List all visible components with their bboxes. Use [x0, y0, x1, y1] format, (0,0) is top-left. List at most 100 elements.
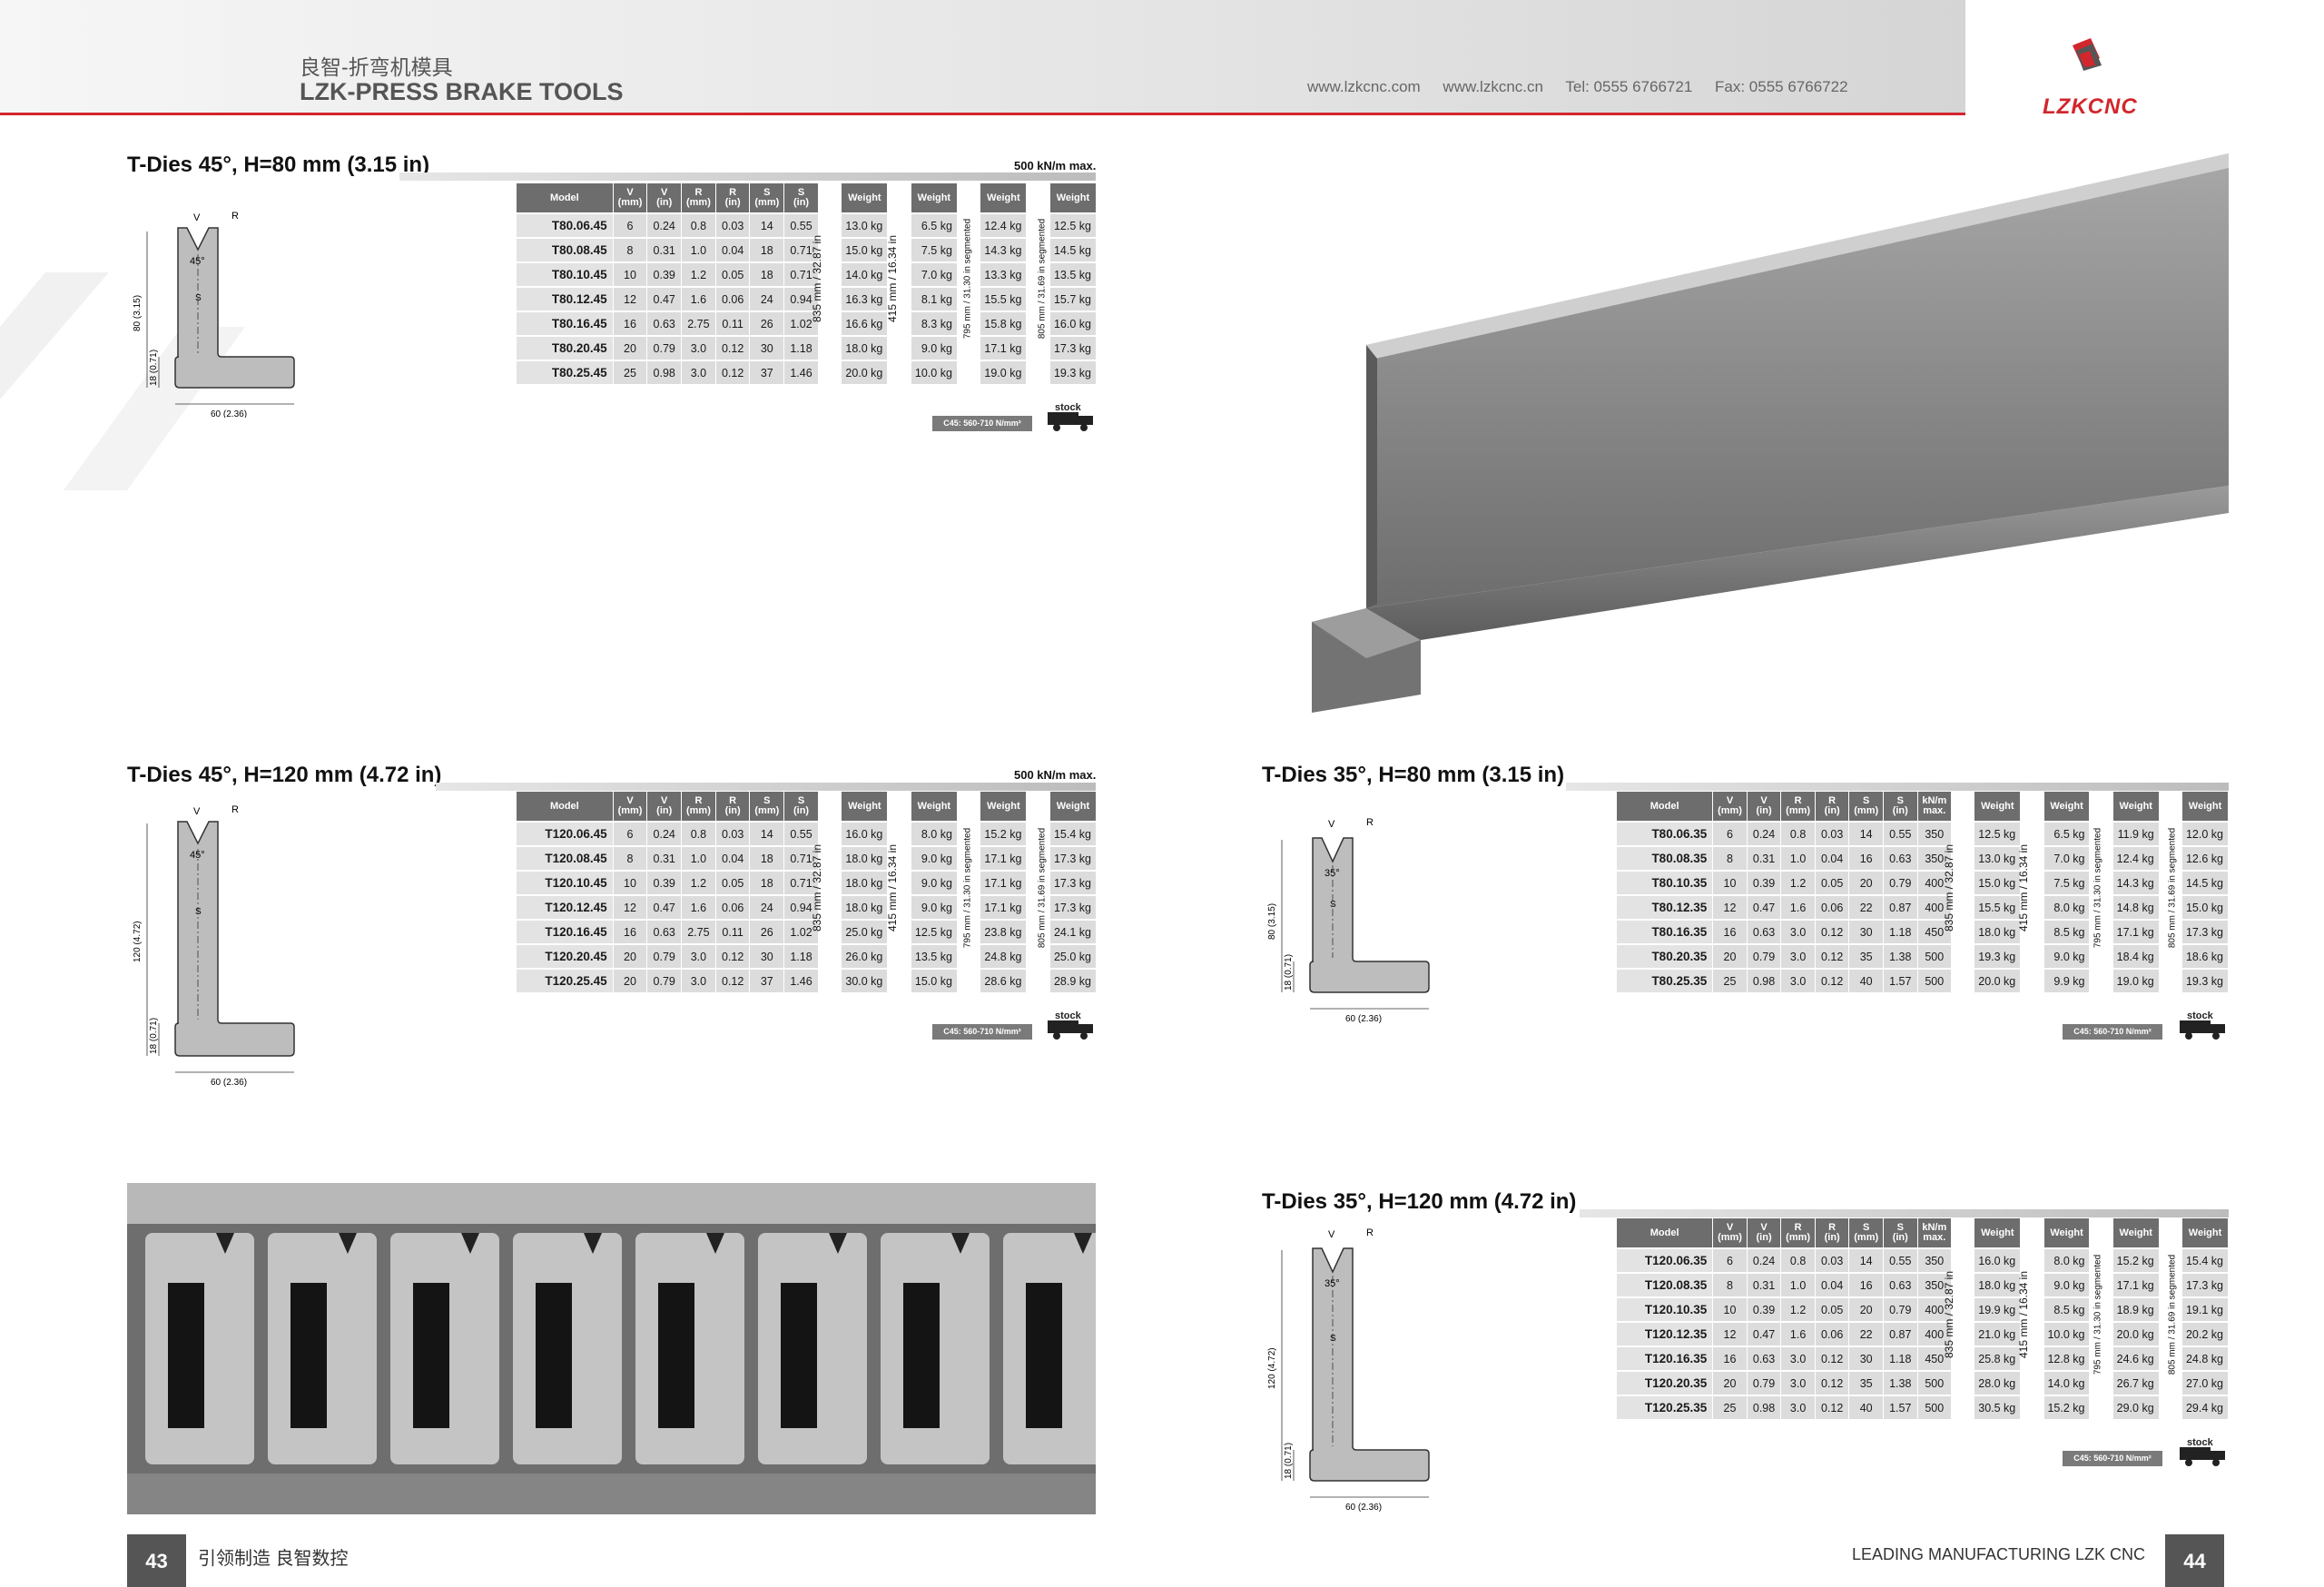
dimension-cell: 0.04 [1815, 1274, 1849, 1296]
dimension-cell: 1.18 [784, 945, 818, 968]
dimension-cell: 2.75 [682, 312, 715, 335]
website-link-cn[interactable]: www.lzkcnc.cn [1443, 78, 1543, 95]
length-label: 805 mm / 31.69 in segmented [2167, 827, 2178, 949]
dimension-cell: 1.2 [1781, 872, 1815, 894]
dimension-cell: 0.31 [647, 847, 682, 870]
weight-cell: 12.5 kg [1049, 214, 1096, 237]
weight-cell: 14.0 kg [2043, 1372, 2090, 1395]
model-cell: T80.12.35 [1617, 896, 1713, 919]
dimension-cell: 0.12 [715, 337, 750, 360]
t-die-rack-photo [127, 1183, 1112, 1514]
svg-text:18 (0.71): 18 (0.71) [149, 1018, 159, 1054]
column-gap [2090, 1372, 2112, 1395]
dimension-cell: 400 [1917, 1298, 1952, 1321]
weight-cell: 8.5 kg [2043, 1298, 2090, 1321]
weight-cell: 7.0 kg [2043, 847, 2090, 870]
column-header: Weight [1049, 183, 1096, 212]
dimension-cell: 16 [1849, 1274, 1883, 1296]
t-die-product-photo [1312, 153, 2229, 713]
model-cell: T120.12.45 [517, 896, 613, 919]
dimension-cell: 0.47 [647, 288, 682, 310]
dimension-cell: 1.57 [1883, 1396, 1917, 1419]
svg-text:120 (4.72): 120 (4.72) [1267, 1347, 1277, 1389]
column-gap [2021, 970, 2043, 992]
dimension-cell: 35 [1849, 945, 1883, 968]
dimension-cell: 12 [613, 288, 647, 310]
dimension-cell: 1.6 [682, 896, 715, 919]
dimension-cell: 24 [750, 896, 784, 919]
dimension-cell: 0.71 [784, 263, 818, 286]
dimension-cell: 450 [1917, 921, 1952, 943]
dimension-cell: 20 [1849, 1298, 1883, 1321]
column-gap [819, 945, 841, 968]
website-link-com[interactable]: www.lzkcnc.com [1307, 78, 1421, 95]
dimension-cell: 0.79 [647, 970, 682, 992]
dimension-cell: 6 [613, 823, 647, 845]
weight-cell: 28.6 kg [980, 970, 1027, 992]
footer-slogan-en: LEADING MANUFACTURING LZK CNC [1852, 1545, 2146, 1563]
dimension-cell: 0.12 [715, 361, 750, 384]
weight-cell: 17.3 kg [1049, 896, 1096, 919]
column-gap [958, 183, 980, 212]
column-gap [958, 945, 980, 968]
column-gap [1952, 1218, 1974, 1247]
dimension-cell: 3.0 [1781, 921, 1815, 943]
weight-cell: 17.3 kg [1049, 337, 1096, 360]
model-cell: T80.08.35 [1617, 847, 1713, 870]
column-gap [2090, 1396, 2112, 1419]
column-gap [958, 337, 980, 360]
column-gap [2021, 1396, 2043, 1419]
weight-cell: 8.1 kg [911, 288, 957, 310]
length-label: 415 mm / 16.34 in [2017, 1270, 2030, 1359]
svg-text:V: V [1328, 1229, 1335, 1240]
column-header: Weight [911, 792, 957, 821]
column-gap [2160, 1396, 2181, 1419]
dimension-cell: 0.79 [647, 337, 682, 360]
weight-cell: 17.1 kg [2112, 1274, 2159, 1296]
column-gap [2160, 970, 2181, 992]
weight-cell: 20.0 kg [842, 361, 888, 384]
weight-cell: 9.0 kg [911, 337, 957, 360]
rack-slot [781, 1283, 817, 1428]
weight-cell: 17.3 kg [1049, 872, 1096, 894]
weight-cell: 14.8 kg [2112, 896, 2159, 919]
column-header: Weight [842, 183, 888, 212]
dimension-cell: 16 [1713, 1347, 1747, 1370]
dimension-cell: 0.87 [1883, 896, 1917, 919]
model-cell: T80.16.45 [517, 312, 613, 335]
section-title-t120-45: T-Dies 45°, H=120 mm (4.72 in) [127, 763, 442, 787]
header-contact: www.lzkcnc.com www.lzkcnc.cn Tel: 0555 6… [1307, 78, 1866, 96]
rack-slot [168, 1283, 204, 1428]
dimension-cell: 500 [1917, 970, 1952, 992]
section-title-t80-35: T-Dies 35°, H=80 mm (3.15 in) [1262, 763, 1565, 787]
header-title-cn: 良智-折弯机模具 [300, 55, 453, 79]
rack-notch [216, 1233, 234, 1254]
weight-cell: 15.2 kg [2043, 1396, 2090, 1419]
weight-cell: 19.0 kg [2112, 970, 2159, 992]
column-header: V(mm) [613, 792, 647, 821]
dimension-cell: 500 [1917, 945, 1952, 968]
column-header: R(in) [715, 792, 750, 821]
column-header: Model [1617, 1218, 1713, 1247]
weight-cell: 15.0 kg [911, 970, 957, 992]
column-header: S(mm) [1849, 1218, 1883, 1247]
weight-cell: 24.8 kg [2182, 1347, 2228, 1370]
model-cell: T80.12.45 [517, 288, 613, 310]
material-badge: C45: 560-710 N/mm² [2063, 1024, 2162, 1040]
weight-cell: 18.6 kg [2182, 945, 2228, 968]
dimension-cell: 1.0 [1781, 847, 1815, 870]
dimension-cell: 26 [750, 921, 784, 943]
dimension-cell: 16 [613, 921, 647, 943]
dimension-cell: 3.0 [1781, 1372, 1815, 1395]
dimension-cell: 0.06 [715, 288, 750, 310]
weight-cell: 8.0 kg [2043, 896, 2090, 919]
model-cell: T120.25.35 [1617, 1396, 1713, 1419]
dimension-cell: 1.18 [784, 337, 818, 360]
rack-notch [829, 1233, 847, 1254]
dimension-cell: 1.0 [682, 239, 715, 261]
